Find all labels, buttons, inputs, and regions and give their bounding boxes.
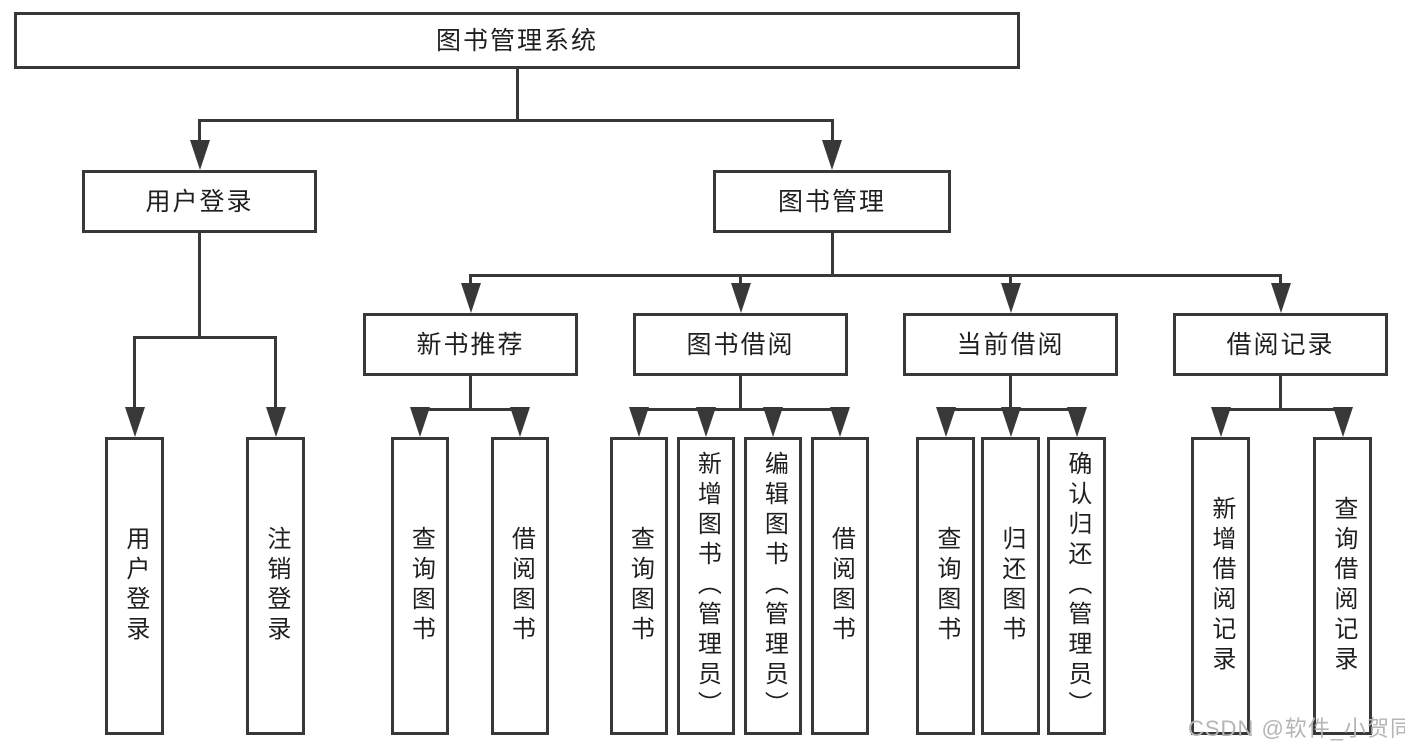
connector-line [1219, 408, 1344, 411]
node-label: 确认归还（管理员） [1063, 451, 1091, 721]
connector-line [515, 69, 519, 121]
node-label: 借阅图书 [827, 526, 855, 646]
leaf-return-books: 归还图书 [981, 437, 1040, 735]
arrowhead-down-icon [460, 283, 481, 313]
connector-line [830, 233, 834, 276]
node-label: 归还图书 [997, 526, 1025, 646]
leaf-logout: 注销登录 [246, 437, 305, 735]
arrowhead-down-icon [1000, 407, 1021, 437]
leaf-query-books-borrow: 查询图书 [610, 437, 668, 735]
node-label: 用户登录 [121, 526, 149, 646]
node-label: 新增借阅记录 [1207, 496, 1235, 676]
node-book-management: 图书管理 [713, 170, 951, 233]
leaf-confirm-return-admin: 确认归还（管理员） [1047, 437, 1106, 735]
connector-line [198, 119, 834, 122]
leaf-edit-book-admin: 编辑图书（管理员） [744, 437, 802, 735]
arrowhead-down-icon [410, 407, 430, 437]
arrowhead-down-icon [124, 407, 145, 437]
connector-line [133, 336, 136, 411]
node-label: 查询图书 [932, 526, 960, 646]
leaf-add-book-admin: 新增图书（管理员） [677, 437, 735, 735]
connector-line [1009, 274, 1012, 287]
connector-line [637, 408, 842, 411]
arrowhead-down-icon [730, 283, 751, 313]
node-label: 查询借阅记录 [1329, 496, 1357, 676]
arrowhead-down-icon [629, 407, 649, 437]
arrowhead-down-icon [510, 407, 530, 437]
csdn-watermark: CSDN @软件_小贺同学 [1188, 716, 1405, 741]
arrowhead-down-icon [830, 407, 850, 437]
connector-line [274, 336, 277, 411]
arrowhead-down-icon [1270, 283, 1291, 313]
node-label: 用户登录 [145, 187, 254, 216]
node-book-borrowing: 图书借阅 [633, 313, 848, 376]
node-label: 注销登录 [262, 526, 290, 646]
connector-line [1009, 376, 1012, 410]
connector-line [133, 336, 277, 339]
connector-line [418, 408, 522, 411]
connector-line [198, 119, 201, 144]
node-label: 图书管理 [777, 187, 886, 216]
node-label: 新书推荐 [416, 330, 525, 359]
node-label: 当前借阅 [956, 330, 1065, 359]
arrowhead-down-icon [189, 140, 210, 170]
leaf-user-login: 用户登录 [105, 437, 164, 735]
leaf-borrow-books: 借阅图书 [811, 437, 869, 735]
connector-line [469, 274, 472, 287]
node-label: 新增图书（管理员） [693, 451, 721, 721]
connector-line [469, 376, 472, 410]
arrowhead-down-icon [1066, 407, 1087, 437]
arrowhead-down-icon [1210, 407, 1231, 437]
connector-line [739, 376, 742, 410]
leaf-query-borrow-record: 查询借阅记录 [1313, 437, 1372, 735]
connector-line [198, 233, 201, 338]
arrowhead-down-icon [696, 407, 716, 437]
node-library-system: 图书管理系统 [14, 12, 1020, 69]
arrowhead-down-icon [1000, 283, 1021, 313]
node-label: 图书管理系统 [435, 26, 598, 55]
arrowhead-down-icon [265, 407, 286, 437]
arrowhead-down-icon [1332, 407, 1353, 437]
node-label: 借阅图书 [507, 526, 535, 646]
arrowhead-down-icon [935, 407, 956, 437]
leaf-query-books-current: 查询图书 [916, 437, 975, 735]
node-label: 编辑图书（管理员） [760, 451, 788, 721]
leaf-add-borrow-record: 新增借阅记录 [1191, 437, 1250, 735]
connector-line [1279, 274, 1282, 287]
connector-line [830, 119, 834, 144]
node-label: 查询图书 [407, 526, 435, 646]
node-current-borrowing: 当前借阅 [903, 313, 1118, 376]
node-label: 查询图书 [626, 526, 654, 646]
arrowhead-down-icon [822, 140, 842, 170]
arrowhead-down-icon [763, 407, 783, 437]
node-new-book-recommend: 新书推荐 [363, 313, 578, 376]
node-label: 图书借阅 [686, 330, 795, 359]
leaf-query-books-recommend: 查询图书 [391, 437, 449, 735]
node-borrowing-records: 借阅记录 [1173, 313, 1388, 376]
leaf-borrow-books-recommend: 借阅图书 [491, 437, 549, 735]
node-label: 借阅记录 [1226, 330, 1335, 359]
node-user-login: 用户登录 [82, 170, 317, 233]
connector-line [469, 274, 1282, 277]
connector-line [739, 274, 742, 287]
connector-line [1279, 376, 1282, 410]
